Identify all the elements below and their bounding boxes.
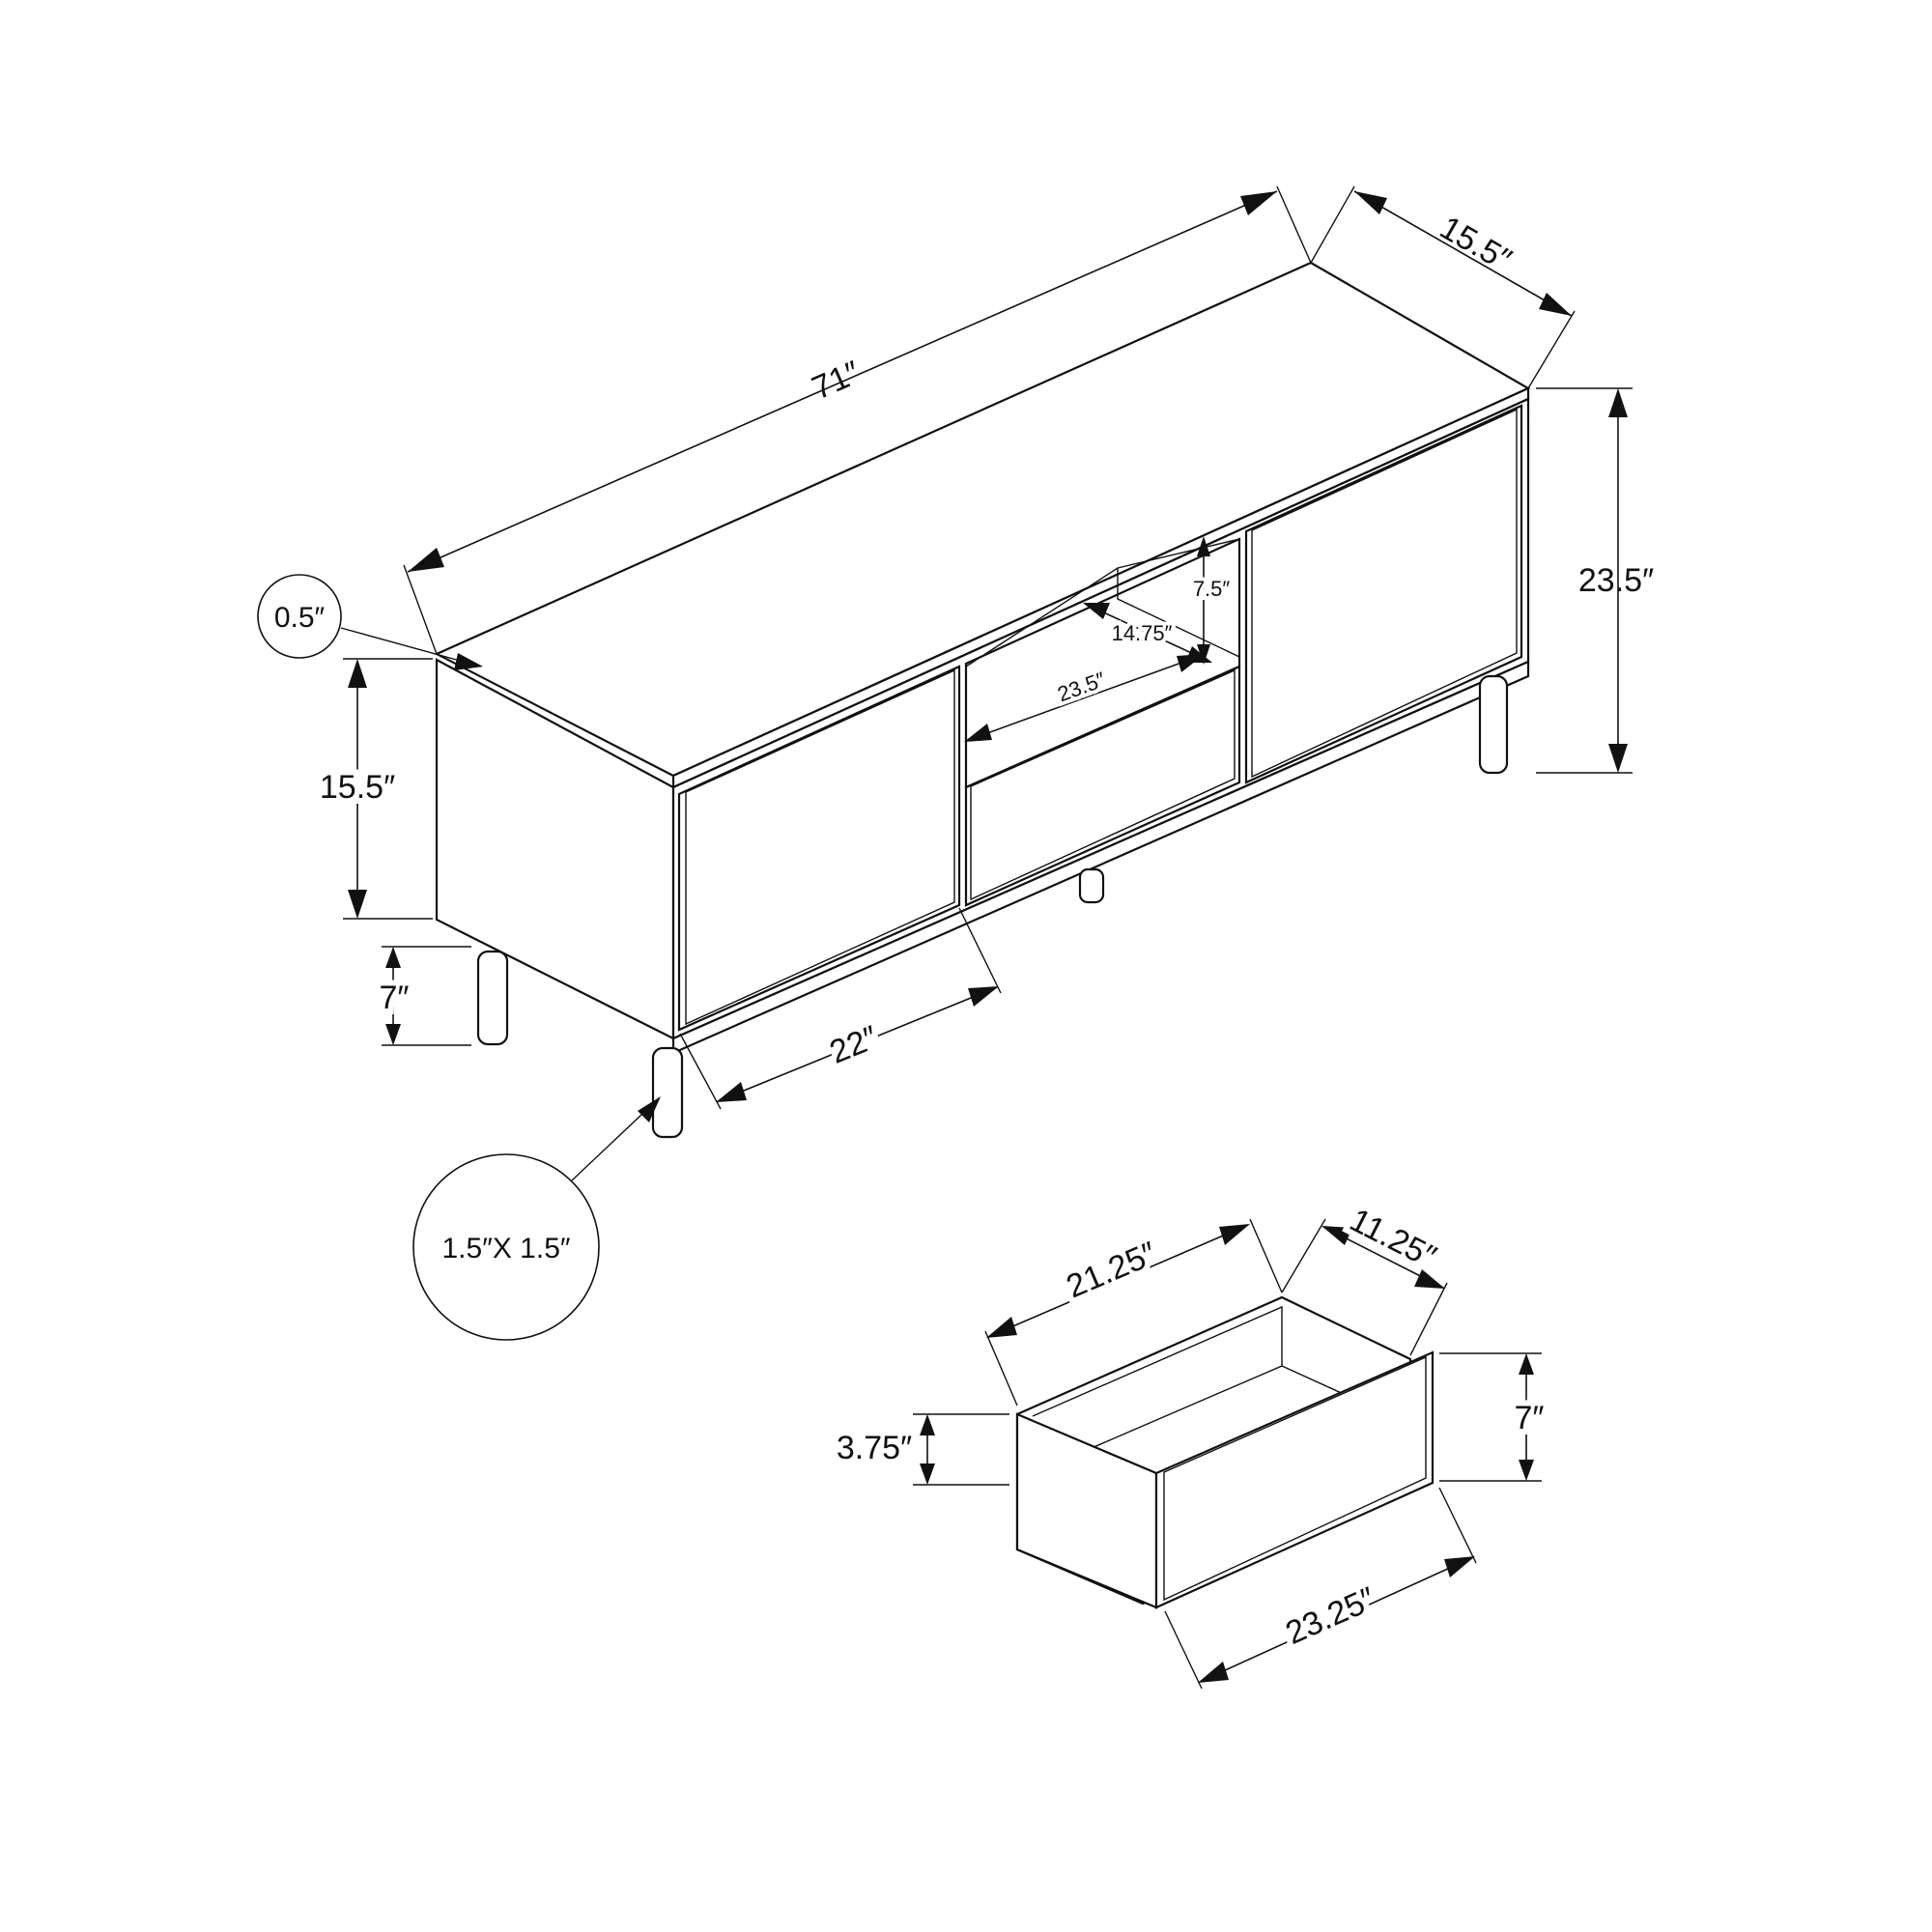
shelf-depth-label: 14.75″ <box>1112 621 1173 645</box>
leg-front-center <box>651 1046 684 1139</box>
top-thickness-callout <box>257 574 342 659</box>
door-width-label: 22″ <box>825 1019 883 1071</box>
center-drawer <box>964 665 1241 907</box>
top-thickness-label: 0.5″ <box>274 602 326 634</box>
depth-label: 15.5″ <box>1434 209 1518 278</box>
leg-back-center <box>1078 867 1105 904</box>
total-height-label: 23.5″ <box>1578 562 1654 599</box>
leg-section-label: 1.5″X 1.5″ <box>442 1233 571 1264</box>
left-door <box>677 665 961 1032</box>
drawer-front-height-label: 7″ <box>1515 1400 1545 1436</box>
tv-stand-drawing <box>434 261 1531 1139</box>
body-height-label: 15.5″ <box>320 769 395 806</box>
right-door <box>1244 404 1523 784</box>
drawer-drawing <box>1015 1295 1435 1609</box>
leg-front-left <box>476 950 509 1046</box>
drawer-front <box>1154 1350 1435 1609</box>
drawer-length-label: 21.25″ <box>1062 1235 1162 1305</box>
drawer-depth-label: 11.25″ <box>1344 1202 1442 1276</box>
leg-height-label: 7″ <box>380 980 410 1016</box>
leg-section-callout <box>412 1153 600 1341</box>
drawer-front-width-label: 23.25″ <box>1280 1580 1380 1652</box>
cabinet-dimensions: 71″ 15.5″ 23.5″ 15.5″ 7″ 0.5″ <box>257 185 1654 1341</box>
width-label: 71″ <box>807 355 866 408</box>
drawer-box-height-label: 3.75″ <box>837 1430 912 1466</box>
shelf-height-label: 7.5″ <box>1193 577 1231 601</box>
leg-back-right <box>1478 674 1509 775</box>
